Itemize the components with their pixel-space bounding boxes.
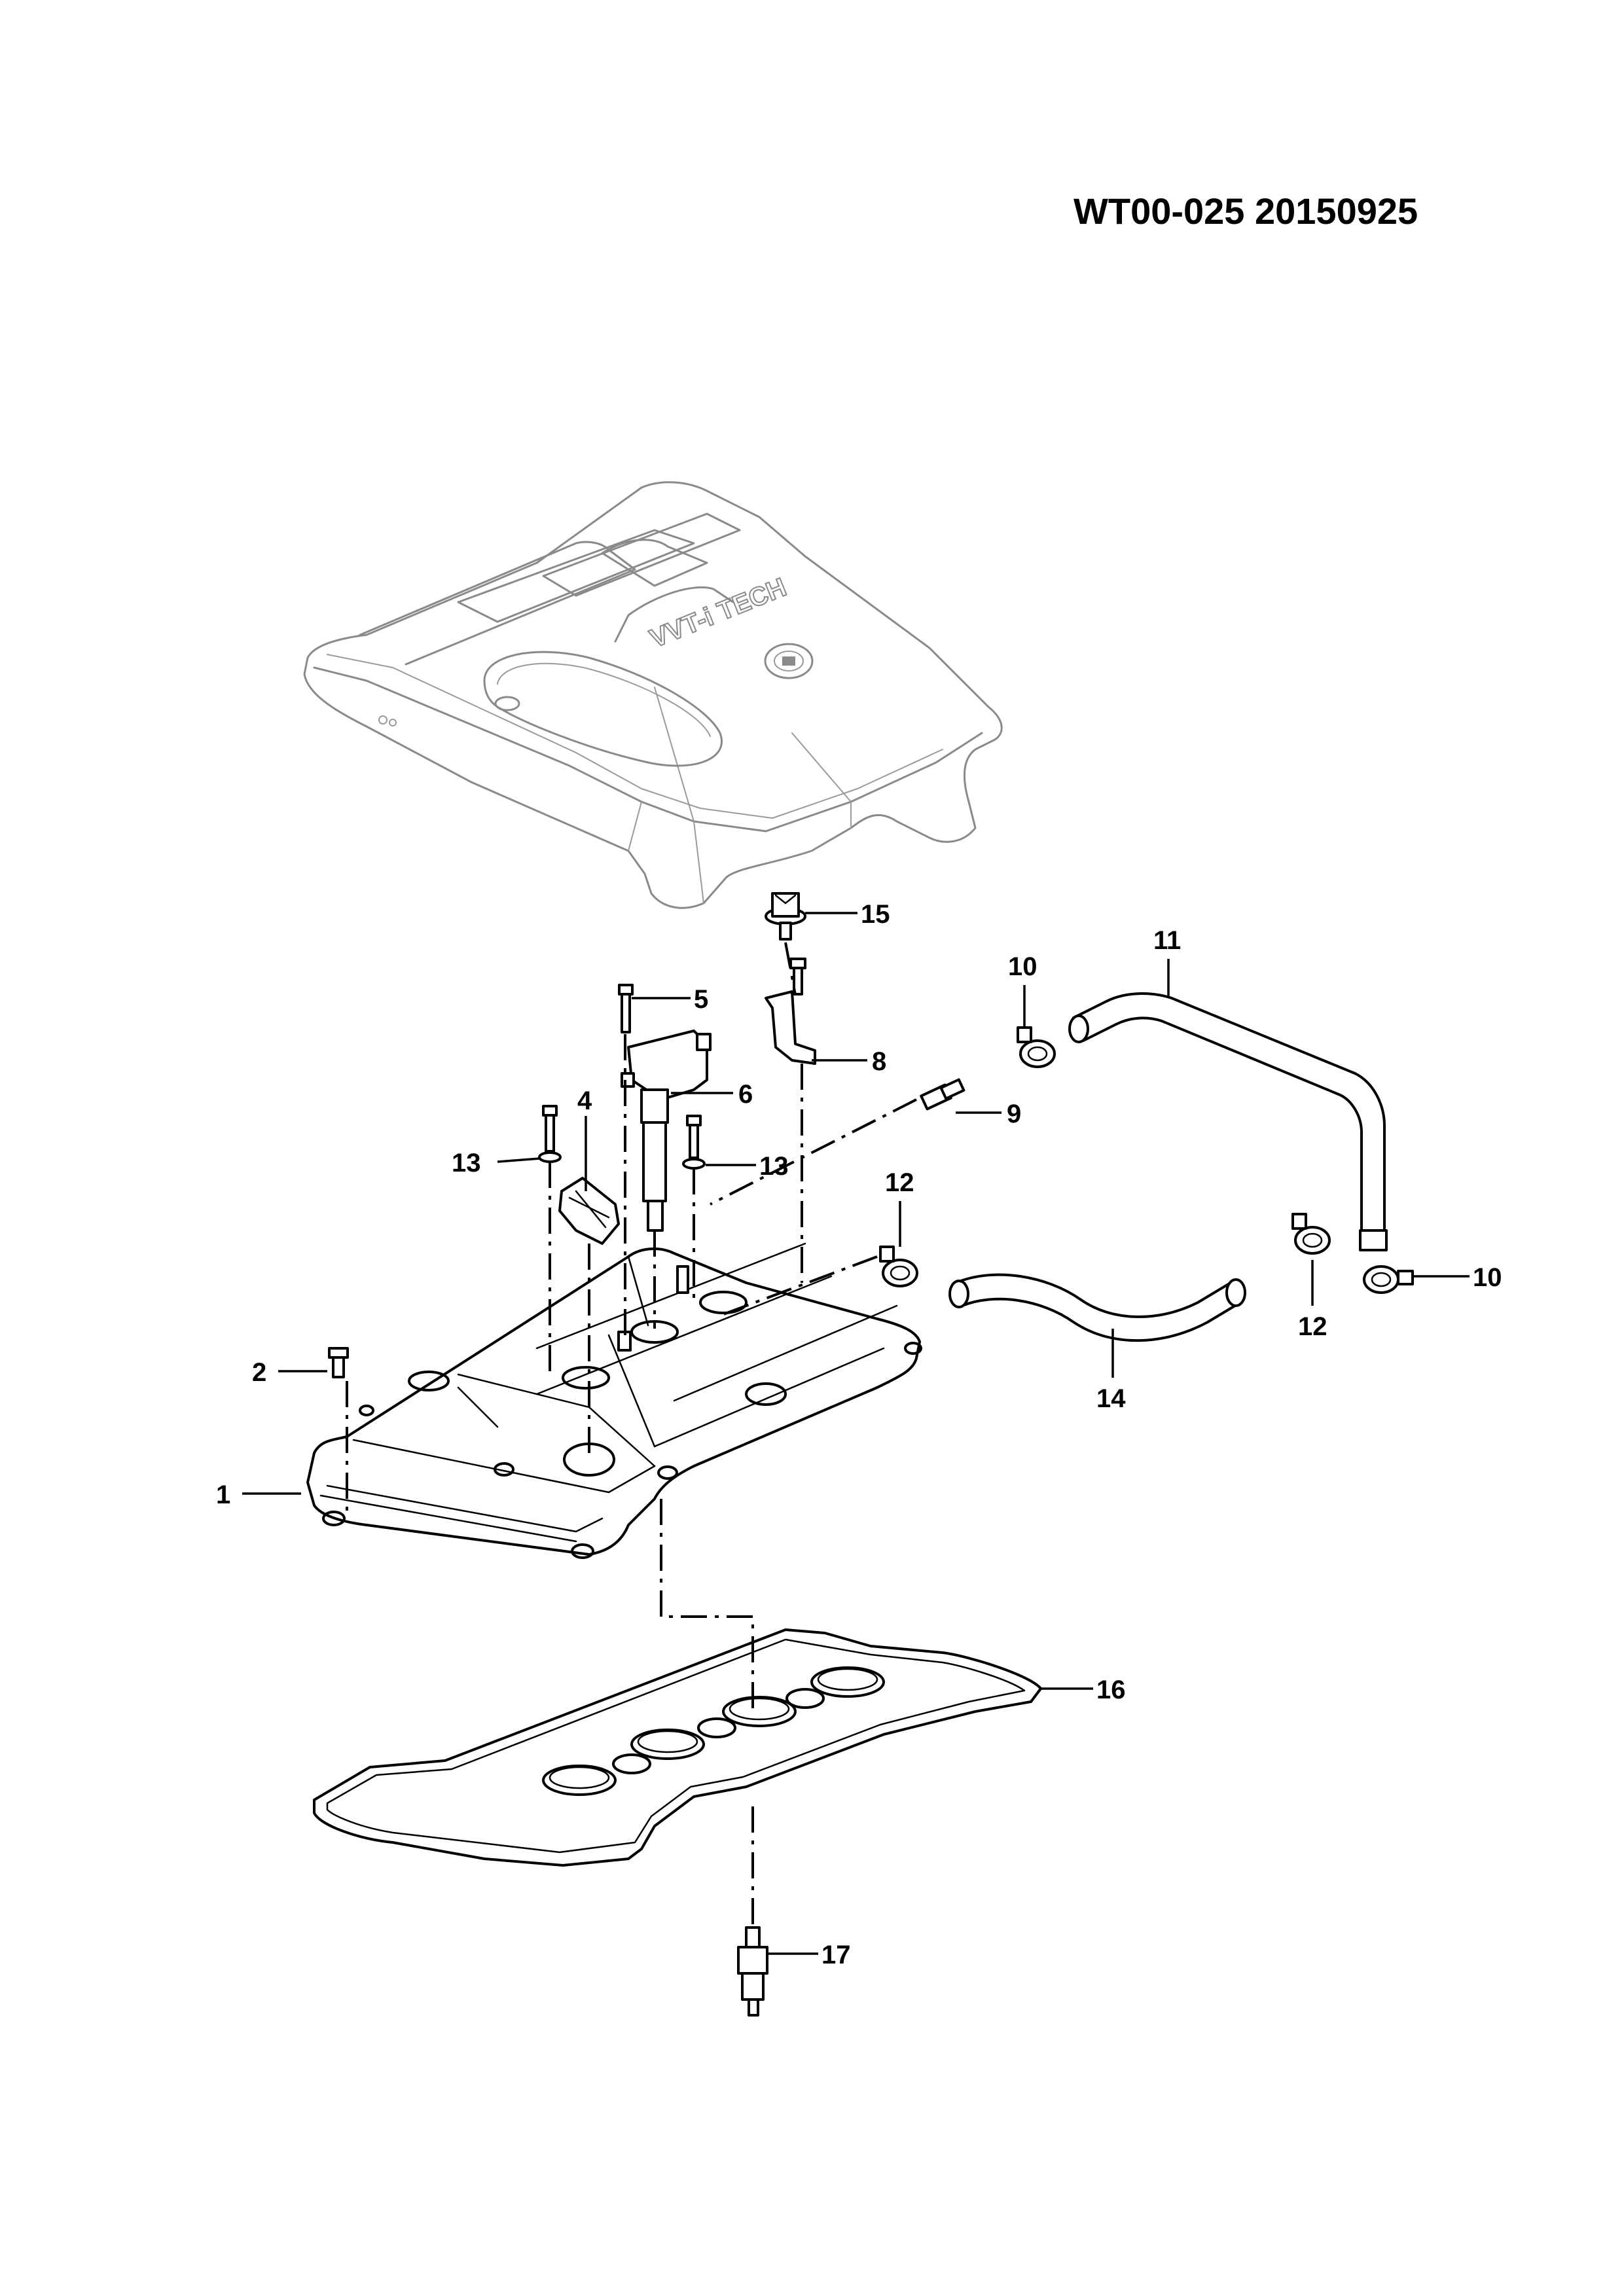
bolt-13-right [682, 1115, 706, 1170]
callout-14: 14 [1096, 1384, 1126, 1413]
bolt-2 [328, 1347, 349, 1378]
callout-10-lower: 10 [1473, 1263, 1502, 1292]
bracket-8 [765, 958, 816, 1065]
callout-16: 16 [1096, 1676, 1126, 1704]
bolt-5 [618, 984, 634, 1033]
cover-emblem-text: VVT-i TECH [646, 573, 790, 653]
valve-cover [306, 1242, 922, 1559]
callout-10-upper: 10 [1008, 952, 1038, 981]
callout-12-right: 12 [1298, 1312, 1327, 1341]
leader-lines [242, 912, 1470, 1955]
callout-4: 4 [577, 1086, 592, 1115]
callout-11: 11 [1153, 926, 1181, 955]
clamp-12-right [1291, 1213, 1331, 1255]
engine-cover: VVT-i TECH [303, 481, 1003, 909]
spark-plug [737, 1926, 768, 2017]
clamp-12-left [879, 1246, 918, 1287]
callout-5: 5 [694, 985, 708, 1014]
callout-13-right: 13 [759, 1152, 789, 1181]
callout-6: 6 [738, 1080, 753, 1109]
connector-9 [920, 1078, 965, 1111]
callout-1: 1 [216, 1480, 230, 1509]
callout-17: 17 [821, 1941, 851, 1969]
oil-filler-cap [558, 1177, 620, 1245]
hose-11 [1068, 992, 1388, 1251]
callout-9: 9 [1007, 1100, 1021, 1128]
callouts: 1 2 4 5 6 8 9 10 10 11 12 12 13 13 14 15… [216, 900, 1502, 1969]
assembly-lines [346, 942, 917, 1924]
bolt-13-left [538, 1105, 562, 1163]
document-code: WT00-025 20150925 [1074, 190, 1418, 232]
ignition-coil [621, 1030, 712, 1232]
valve-cover-gasket [313, 1628, 1042, 1867]
clip-15 [765, 892, 806, 941]
callout-8: 8 [872, 1047, 886, 1076]
callout-13-left: 13 [452, 1149, 481, 1177]
hose-14 [948, 1273, 1246, 1342]
callout-12-left: 12 [885, 1168, 914, 1197]
clamp-10-lower [1363, 1265, 1414, 1294]
clamp-10-upper [1017, 1026, 1056, 1068]
callout-2: 2 [252, 1358, 266, 1387]
callout-15: 15 [861, 900, 890, 929]
